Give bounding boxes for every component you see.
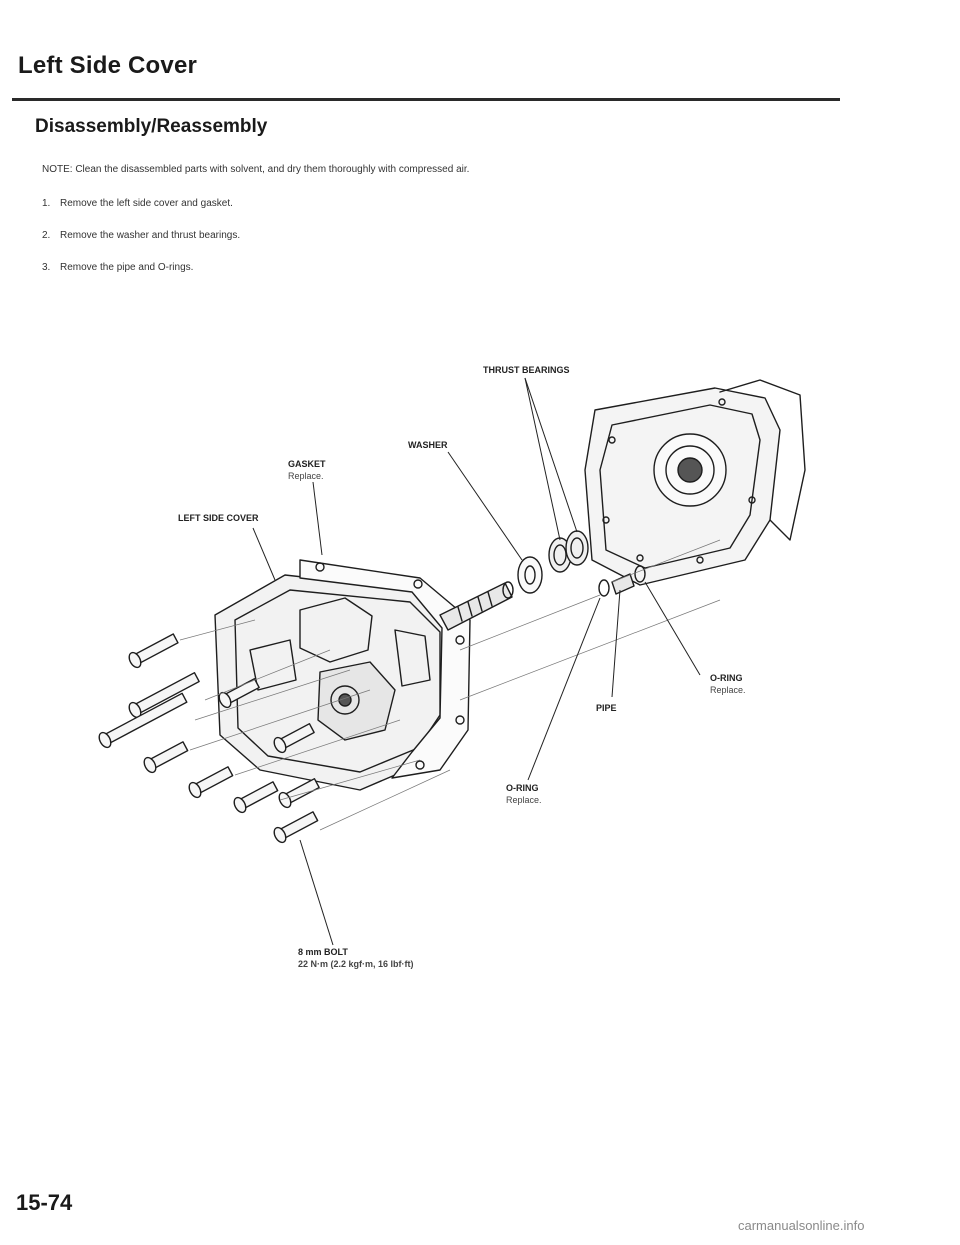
leader-lines	[252, 377, 701, 946]
thrust-bearings	[548, 530, 589, 573]
step-1: 1. Remove the left side cover and gasket.	[42, 198, 233, 209]
bolts	[98, 633, 320, 844]
label-pipe: PIPE	[596, 703, 617, 713]
shaft	[439, 581, 514, 631]
page-title: Left Side Cover	[18, 52, 198, 79]
section-title: Disassembly/Reassembly	[35, 116, 268, 137]
washer	[517, 556, 543, 594]
pipe-and-orings	[598, 565, 646, 597]
transmission-case	[584, 379, 806, 586]
page-number: 15-74	[16, 1190, 73, 1215]
label-thrust-bearings: THRUST BEARINGS	[483, 365, 570, 375]
exploded-diagram	[98, 377, 806, 946]
note-text: NOTE: Clean the disassembled parts with …	[42, 164, 470, 175]
title-divider	[12, 98, 840, 101]
label-washer: WASHER	[408, 440, 448, 450]
label-gasket: GASKET Replace.	[288, 459, 326, 481]
watermark[interactable]: carmanualsonline.info	[738, 1218, 865, 1233]
alignment-lines	[179, 539, 721, 831]
step-2: 2. Remove the washer and thrust bearings.	[42, 230, 240, 241]
label-oring-lower: O-RING Replace.	[506, 783, 542, 805]
label-left-side-cover: LEFT SIDE COVER	[178, 513, 259, 523]
step-3: 3. Remove the pipe and O-rings.	[42, 262, 193, 273]
label-oring-right: O-RING Replace.	[710, 673, 746, 695]
step-number: 2.	[42, 230, 51, 241]
label-bolt: 8 mm BOLT 22 N·m (2.2 kgf·m, 16 lbf·ft)	[298, 947, 414, 969]
step-number: 3.	[42, 262, 51, 273]
step-text: Remove the pipe and O-rings.	[60, 262, 194, 273]
step-text: Remove the washer and thrust bearings.	[60, 230, 241, 241]
step-number: 1.	[42, 198, 51, 209]
step-text: Remove the left side cover and gasket.	[60, 198, 233, 209]
